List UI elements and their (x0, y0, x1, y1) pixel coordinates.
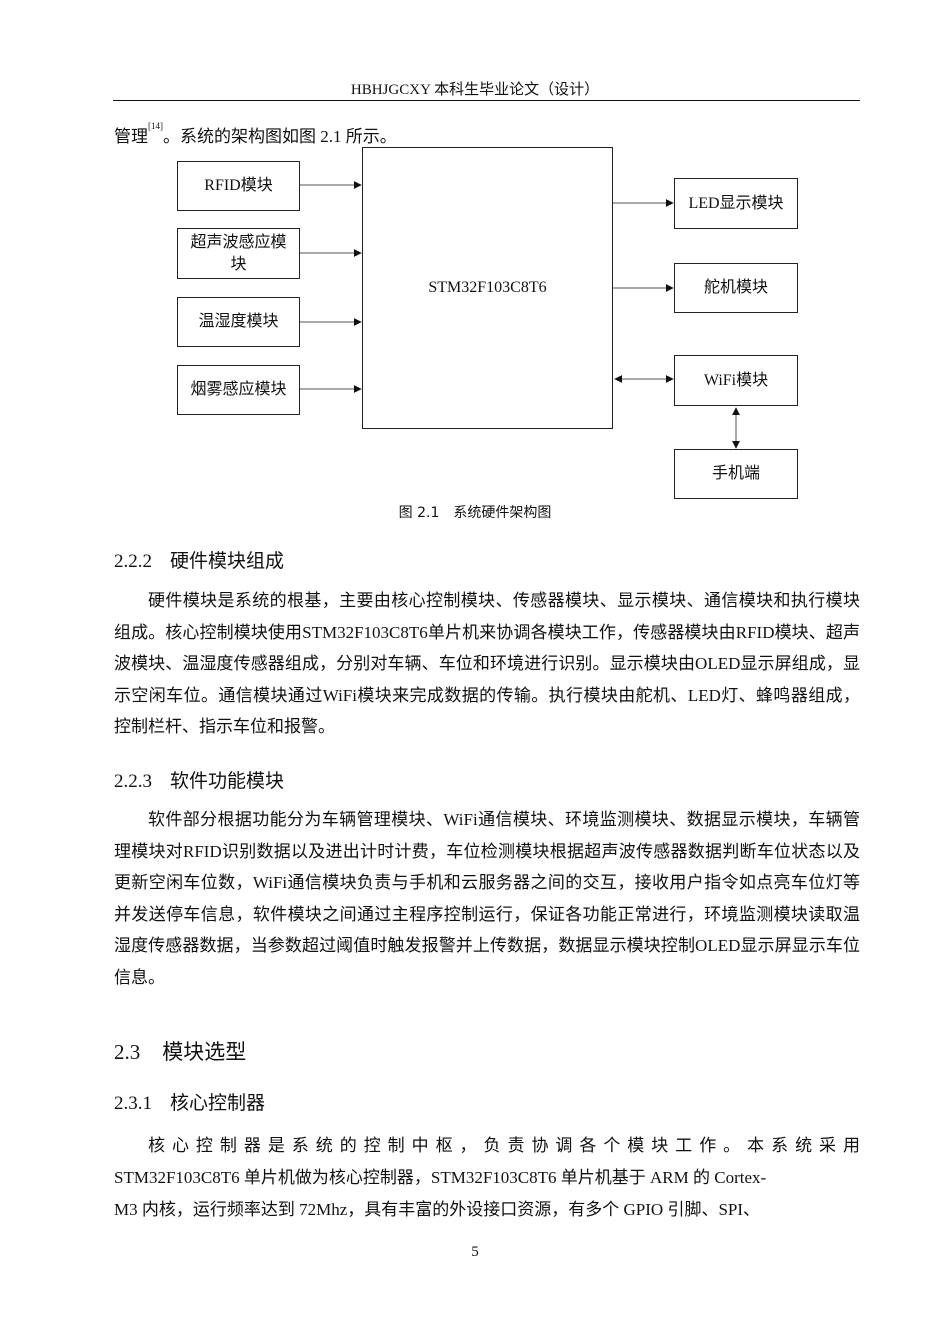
rfid-box: RFID模块 (177, 161, 300, 211)
servo-box: 舵机模块 (674, 263, 798, 313)
paragraph-core-line-1: 核心控制器是系统的控制中枢，负责协调各个模块工作。本系统采用 (148, 1136, 860, 1155)
heading-2-2-2: 2.2.2 硬件模块组成 (114, 546, 284, 573)
intro-text: 管理 (114, 127, 148, 146)
wifi-label: WiFi模块 (703, 371, 769, 389)
section-number: 2.3.1 (114, 1093, 152, 1114)
diagram-arrows (300, 181, 740, 449)
section-number: 2.2.2 (114, 551, 152, 572)
ultrasonic-box: 超声波感应模块 (177, 228, 300, 279)
heading-2-2-3: 2.2.3 软件功能模块 (114, 766, 284, 793)
rfid-label: RFID模块 (204, 177, 273, 194)
page-header: HBHJGCXY 本科生毕业论文（设计） (350, 82, 600, 98)
section-number: 2.2.3 (114, 771, 152, 792)
mcu-label: STM32F103C8T6 (428, 279, 547, 296)
temp-humidity-box: 温湿度模块 (177, 297, 300, 347)
citation: [14] (148, 121, 163, 131)
page-number: 5 (471, 1244, 479, 1260)
temp-humidity-label: 温湿度模块 (198, 313, 279, 330)
paragraph-hardware: 硬件模块是系统的根基，主要由核心控制模块、传感器模块、显示模块、通信模块和执行模… (114, 591, 860, 736)
intro-line: 管理[14]。系统的架构图如图 2.1 所示。 (114, 121, 397, 147)
smoke-label: 烟雾感应模块 (190, 381, 287, 398)
intro-text-2: 。系统的架构图如图 2.1 所示。 (163, 127, 397, 146)
ultrasonic-label: 超声波感应模块 (190, 233, 287, 273)
heading-2-3: 2.3 模块选型 (114, 1036, 246, 1066)
mcu-box: STM32F103C8T6 (362, 147, 613, 429)
led-box: LED显示模块 (674, 178, 798, 229)
heading-2-3-1: 2.3.1 核心控制器 (114, 1088, 265, 1115)
section-title: 硬件模块组成 (170, 550, 285, 572)
header-rule (113, 100, 860, 101)
smoke-box: 烟雾感应模块 (177, 365, 300, 415)
paragraph-core-line-3: M3 内核，运行频率达到 72Mhz，具有丰富的外设接口资源，有多个 GPIO … (114, 1200, 761, 1219)
figure-caption: 图 2.1 系统硬件架构图 (398, 505, 552, 521)
wifi-box: WiFi模块 (674, 355, 798, 406)
phone-label: 手机端 (711, 465, 760, 482)
section-number: 2.3 (114, 1040, 141, 1064)
servo-label: 舵机模块 (703, 279, 768, 296)
section-title: 软件功能模块 (170, 770, 285, 792)
section-title: 核心控制器 (170, 1092, 266, 1114)
phone-box: 手机端 (674, 449, 798, 499)
section-title: 模块选型 (162, 1040, 247, 1064)
led-label: LED显示模块 (688, 194, 784, 212)
paragraph-software: 软件部分根据功能分为车辆管理模块、WiFi通信模块、环境监测模块、数据显示模块，… (114, 810, 860, 987)
paragraph-core-line-2: STM32F103C8T6 单片机做为核心控制器，STM32F103C8T6 单… (114, 1168, 767, 1187)
